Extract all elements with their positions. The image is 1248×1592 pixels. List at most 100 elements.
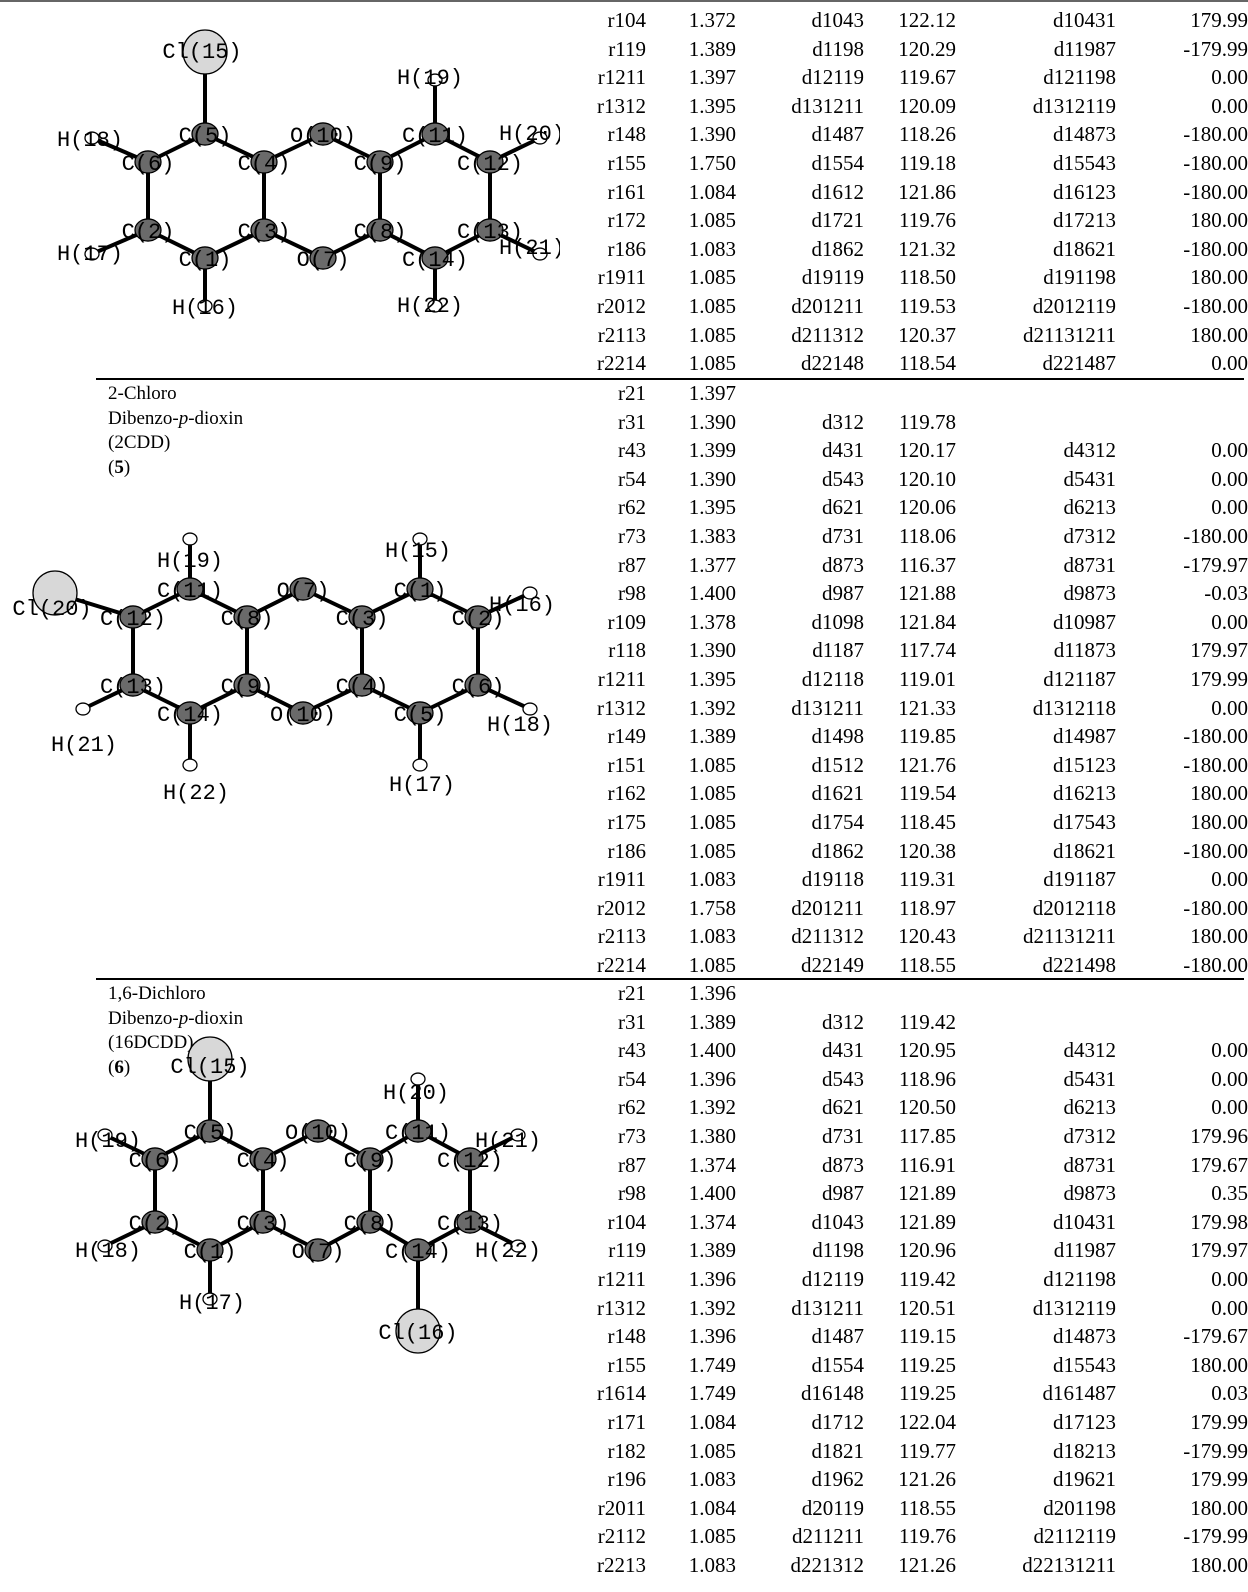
bond-length: 1.085 bbox=[688, 322, 736, 347]
dihedral-label: d161487 bbox=[1042, 1381, 1117, 1406]
bond-label: r155 bbox=[607, 1352, 647, 1377]
bond-label: r98 bbox=[618, 581, 646, 606]
angle-label: d1712 bbox=[811, 1409, 865, 1434]
atom-marker bbox=[510, 1128, 526, 1142]
atom-label: C(11) bbox=[385, 1121, 451, 1146]
angle-label: d12119 bbox=[801, 65, 864, 90]
atom-label: H(18) bbox=[57, 128, 123, 153]
atom-marker bbox=[412, 758, 428, 772]
dihedral-label: d10431 bbox=[1053, 8, 1116, 32]
bond-label: r2214 bbox=[597, 351, 646, 376]
angle-label: d1487 bbox=[811, 1324, 865, 1349]
atom-label: C(11) bbox=[157, 579, 223, 604]
dihedral-value: -179.99 bbox=[1183, 1524, 1248, 1549]
atom-label: H(16) bbox=[489, 593, 555, 618]
atom-marker bbox=[464, 605, 492, 629]
atom-label: Cl(16) bbox=[378, 1321, 457, 1346]
compound-label-line: (16DCDD) bbox=[108, 1032, 194, 1053]
dihedral-value: -180.00 bbox=[1183, 179, 1248, 204]
atom-marker bbox=[309, 246, 337, 270]
bond-label: r148 bbox=[607, 122, 647, 147]
bond-length: 1.085 bbox=[688, 838, 736, 863]
angle-value: 118.97 bbox=[899, 895, 956, 920]
atom-label: C(12) bbox=[100, 607, 166, 632]
angle-label: d621 bbox=[822, 495, 864, 520]
atom-marker bbox=[182, 29, 228, 75]
bond-length: 1.085 bbox=[688, 752, 736, 777]
bond-label: r31 bbox=[618, 1009, 646, 1034]
dihedral-label: d18621 bbox=[1053, 236, 1116, 261]
bond-label: r43 bbox=[618, 438, 646, 463]
bond-length: 1.380 bbox=[688, 1123, 736, 1148]
dihedral-value: 179.99 bbox=[1190, 1409, 1248, 1434]
bond-label: r1211 bbox=[597, 666, 646, 691]
dihedral-value: 180.00 bbox=[1190, 1495, 1248, 1520]
bond-length: 1.392 bbox=[688, 1095, 736, 1120]
atom-label: C(12) bbox=[437, 1149, 503, 1174]
angle-value bbox=[864, 979, 956, 1008]
bond-length: 1.400 bbox=[688, 1038, 736, 1063]
bond-length: 1.396 bbox=[688, 981, 736, 1005]
dihedral-label: d191198 bbox=[1043, 265, 1116, 290]
dihedral-value: -179.97 bbox=[1183, 552, 1248, 577]
angle-value: 117.85 bbox=[899, 1123, 956, 1148]
atom-label: C(13) bbox=[437, 1212, 503, 1237]
bond-label: r21 bbox=[618, 381, 646, 405]
atom-marker bbox=[532, 131, 548, 145]
angle-value: 118.55 bbox=[899, 952, 956, 977]
atom-label: C(1) bbox=[394, 579, 447, 604]
atom-marker bbox=[75, 702, 91, 716]
dihedral-label: d14987 bbox=[1053, 724, 1116, 749]
dihedral-label: d18621 bbox=[1053, 838, 1116, 863]
compound-label-line: Dibenzo-p-dioxin bbox=[108, 1007, 244, 1029]
angle-value: 121.26 bbox=[898, 1552, 956, 1577]
atom-label: C(3) bbox=[237, 1212, 290, 1237]
dihedral-value bbox=[1116, 379, 1248, 408]
dihedral-label: d1312119 bbox=[1032, 93, 1116, 118]
angle-value: 120.06 bbox=[898, 495, 956, 520]
bond-length: 1.750 bbox=[688, 150, 736, 175]
dihedral-value: 180.00 bbox=[1190, 322, 1248, 347]
dihedral-label: d17123 bbox=[1053, 1409, 1116, 1434]
angle-value: 119.67 bbox=[899, 65, 956, 90]
bond-label: r161 bbox=[607, 179, 647, 204]
atom-marker bbox=[406, 701, 434, 725]
bond-length: 1.396 bbox=[688, 1066, 736, 1091]
angle-label: d1554 bbox=[811, 1352, 865, 1377]
bond-label: r1211 bbox=[597, 65, 646, 90]
top-rule bbox=[0, 0, 1248, 2]
bond-length: 1.758 bbox=[688, 895, 736, 920]
atom-label: H(18) bbox=[75, 1239, 141, 1264]
bond-label: r109 bbox=[607, 609, 647, 634]
bond-label: r54 bbox=[618, 1066, 646, 1091]
bond-label: r186 bbox=[607, 838, 647, 863]
bond-length: 1.390 bbox=[688, 638, 736, 663]
atom-marker bbox=[84, 131, 100, 145]
atom-label: H(15) bbox=[385, 539, 451, 564]
atom-marker bbox=[182, 758, 198, 772]
bond-label: r21 bbox=[618, 981, 646, 1005]
bond-label: r182 bbox=[607, 1438, 647, 1463]
dihedral-label: d10431 bbox=[1053, 1209, 1116, 1234]
angle-value: 121.84 bbox=[898, 609, 956, 634]
angle-label: d1043 bbox=[811, 8, 865, 32]
bond-length: 1.400 bbox=[688, 581, 736, 606]
dihedral-value bbox=[1116, 979, 1248, 1008]
atom-label: H(22) bbox=[163, 781, 229, 806]
dihedral-value: -180.00 bbox=[1183, 293, 1248, 318]
bond-label: r1312 bbox=[597, 1295, 646, 1320]
angle-value: 119.01 bbox=[899, 666, 956, 691]
atom-label: H(16) bbox=[172, 296, 238, 321]
angle-label: d873 bbox=[822, 552, 864, 577]
bond-label: r87 bbox=[618, 552, 646, 577]
bond-label: r196 bbox=[607, 1467, 647, 1492]
atom-label: Cl(15) bbox=[170, 1055, 249, 1080]
